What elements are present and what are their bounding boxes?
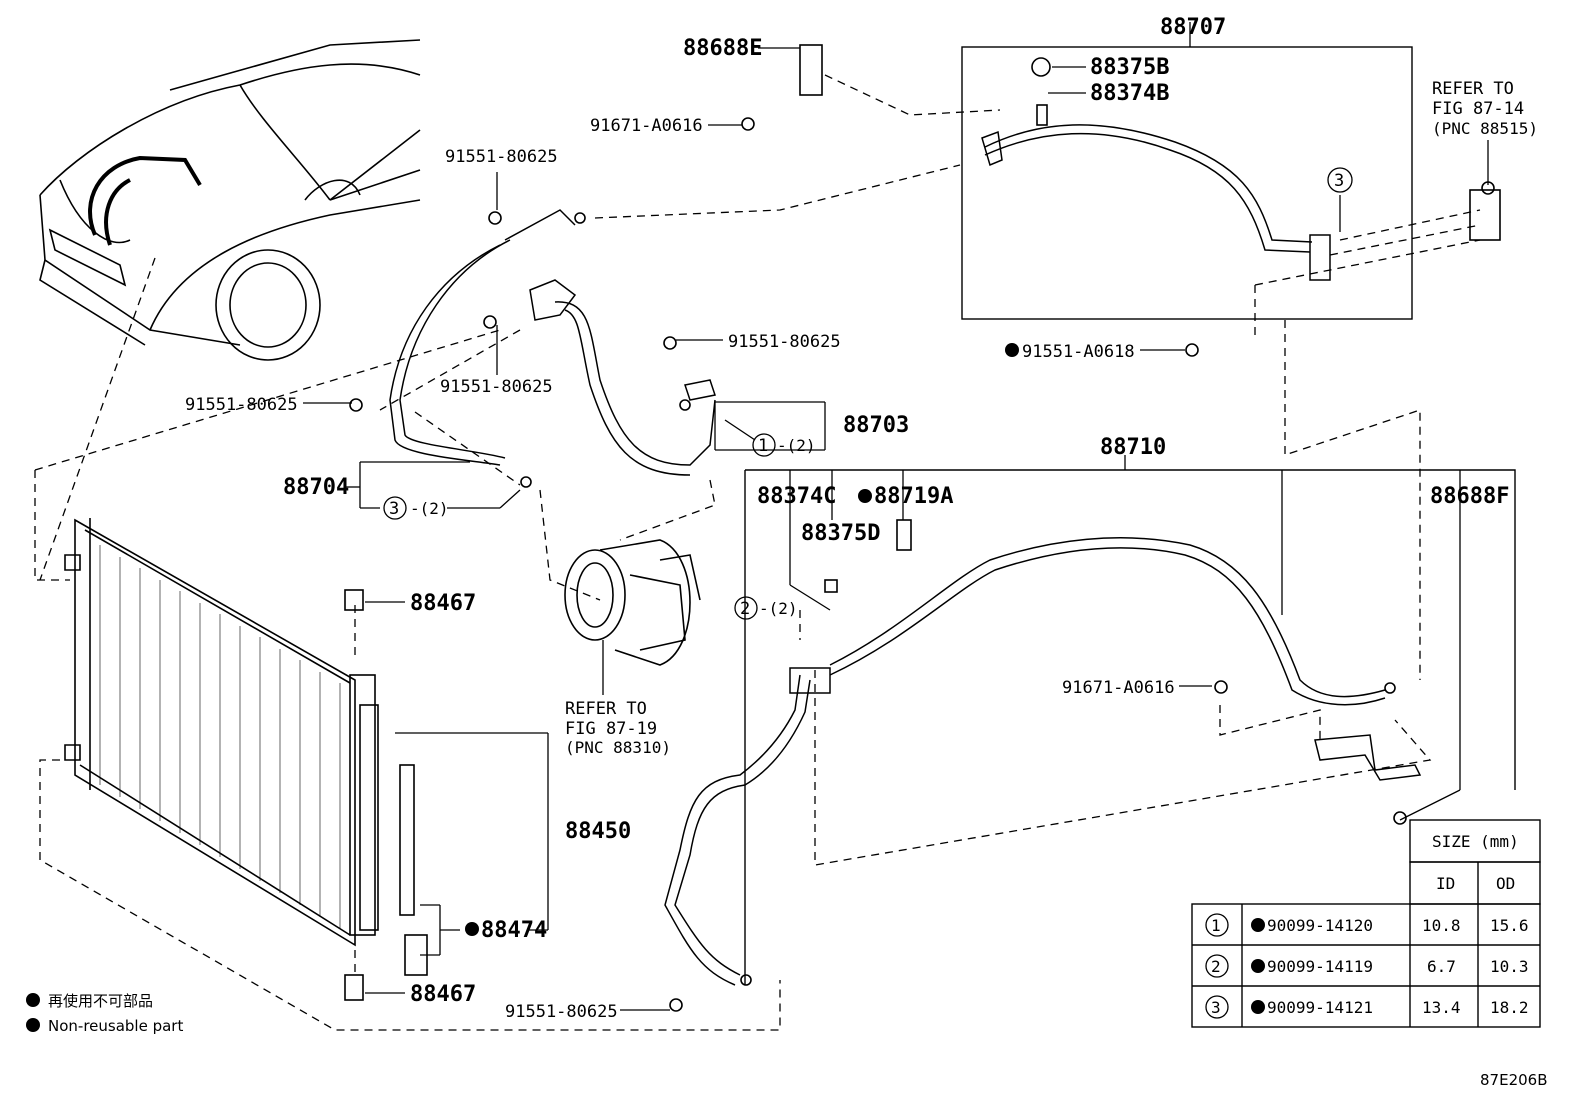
- label-88374C: 88374C: [757, 484, 836, 509]
- refer-to-fig-87-19: REFER TO FIG 87-19 (PNC 88310): [565, 699, 671, 757]
- liquid-tube-88707: [981, 124, 1331, 281]
- label-88710: 88710: [1100, 435, 1166, 460]
- non-reusable-mark: [1005, 343, 1019, 357]
- svg-text:3: 3: [1211, 998, 1221, 1017]
- svg-text:FIG 87-19: FIG 87-19: [565, 719, 657, 739]
- svg-text:13.4: 13.4: [1422, 998, 1461, 1017]
- svg-text:3: 3: [389, 499, 399, 519]
- leader-88374C-b: [789, 584, 831, 611]
- label-88374B: 88374B: [1090, 81, 1169, 106]
- svg-text:1: 1: [1211, 916, 1221, 935]
- svg-text:-(2): -(2): [777, 436, 816, 455]
- label-91551-A0618: 91551-A0618: [1022, 342, 1135, 362]
- label-88704: 88704: [283, 475, 349, 500]
- svg-text:10.3: 10.3: [1490, 957, 1529, 976]
- non-reusable-mark: [858, 489, 872, 503]
- size-table-row: 3 90099-14121 13.4 18.2: [1205, 995, 1529, 1019]
- svg-text:3: 3: [1334, 171, 1344, 191]
- callout-2: 2 -(2): [734, 596, 798, 620]
- label-88688E: 88688E: [683, 36, 762, 61]
- svg-text:(PNC 88515): (PNC 88515): [1432, 119, 1538, 138]
- size-table-col-id: ID: [1436, 874, 1455, 893]
- svg-text:FIG 87-14: FIG 87-14: [1432, 99, 1524, 119]
- legend-en: Non-reusable part: [48, 1017, 183, 1035]
- legend-jp: 再使用不可部品: [48, 992, 153, 1010]
- refer-to-fig-87-14: REFER TO FIG 87-14 (PNC 88515): [1432, 79, 1538, 138]
- callout-3: 3 -(2): [383, 496, 449, 520]
- label-88375D: 88375D: [801, 521, 880, 546]
- label-88450: 88450: [565, 819, 631, 844]
- label-88375B: 88375B: [1090, 55, 1169, 80]
- leader-88688F-tip: [1399, 789, 1461, 821]
- label-88474: 88474: [481, 918, 547, 943]
- expansion-valve: [1469, 181, 1501, 241]
- size-table: SIZE (mm) ID OD 1 90099-14120 10.8 15.6 …: [1191, 819, 1541, 1028]
- svg-text:REFER TO: REFER TO: [1432, 79, 1514, 99]
- size-table-row: 2 90099-14119 6.7 10.3: [1205, 954, 1529, 978]
- svg-text:15.6: 15.6: [1490, 916, 1529, 935]
- size-table-row: 1 90099-14120 10.8 15.6: [1205, 913, 1529, 937]
- size-table-title: SIZE (mm): [1432, 832, 1519, 851]
- svg-text:18.2: 18.2: [1490, 998, 1529, 1017]
- label-leaders: [303, 22, 1341, 1011]
- label-91671-top: 91671-A0616: [590, 116, 703, 136]
- svg-text:2: 2: [740, 599, 750, 619]
- non-reusable-mark: [465, 922, 479, 936]
- svg-text:1: 1: [758, 436, 768, 456]
- condenser: [64, 518, 379, 947]
- label-88688F: 88688F: [1430, 484, 1509, 509]
- car-illustration: [39, 39, 421, 361]
- svg-text:90099-14120: 90099-14120: [1267, 916, 1373, 935]
- callout-3-top: 3: [1327, 167, 1353, 193]
- dashed-leaders: [34, 74, 1481, 1031]
- label-91671-mid: 91671-A0616: [1062, 678, 1175, 698]
- svg-text:2: 2: [1211, 957, 1221, 976]
- svg-text:10.8: 10.8: [1422, 916, 1461, 935]
- label-91551-d: 91551-80625: [728, 332, 841, 352]
- svg-text:6.7: 6.7: [1427, 957, 1456, 976]
- box-88710-top: [745, 469, 1516, 790]
- label-88707: 88707: [1160, 15, 1226, 40]
- label-88703: 88703: [843, 413, 909, 438]
- desiccant-parts: [344, 589, 428, 1001]
- fittings: [349, 44, 1407, 1012]
- label-88719A: 88719A: [874, 484, 953, 509]
- svg-text:90099-14119: 90099-14119: [1267, 957, 1373, 976]
- svg-text:90099-14121: 90099-14121: [1267, 998, 1373, 1017]
- svg-text:-(2): -(2): [410, 499, 449, 518]
- svg-text:(PNC 88310): (PNC 88310): [565, 738, 671, 757]
- label-88467-top: 88467: [410, 591, 476, 616]
- label-91551-a: 91551-80625: [445, 147, 558, 167]
- svg-text:REFER TO: REFER TO: [565, 699, 647, 719]
- condenser-fins: [99, 545, 341, 929]
- svg-text:-(2): -(2): [759, 599, 798, 618]
- label-91551-b: 91551-80625: [440, 377, 553, 397]
- diagram-id: 87E206B: [1480, 1071, 1548, 1089]
- callout-1: 1 -(2): [752, 433, 816, 457]
- compressor: [564, 539, 701, 666]
- suction-pipe-88710: [664, 537, 1422, 986]
- box-88707: [961, 46, 1413, 320]
- discharge-hose: [389, 209, 716, 476]
- label-91551-c: 91551-80625: [185, 395, 298, 415]
- size-table-col-od: OD: [1496, 874, 1515, 893]
- label-91551-e: 91551-80625: [505, 1002, 618, 1022]
- legend: 再使用不可部品 Non-reusable part: [26, 992, 183, 1035]
- label-88467-bot: 88467: [410, 982, 476, 1007]
